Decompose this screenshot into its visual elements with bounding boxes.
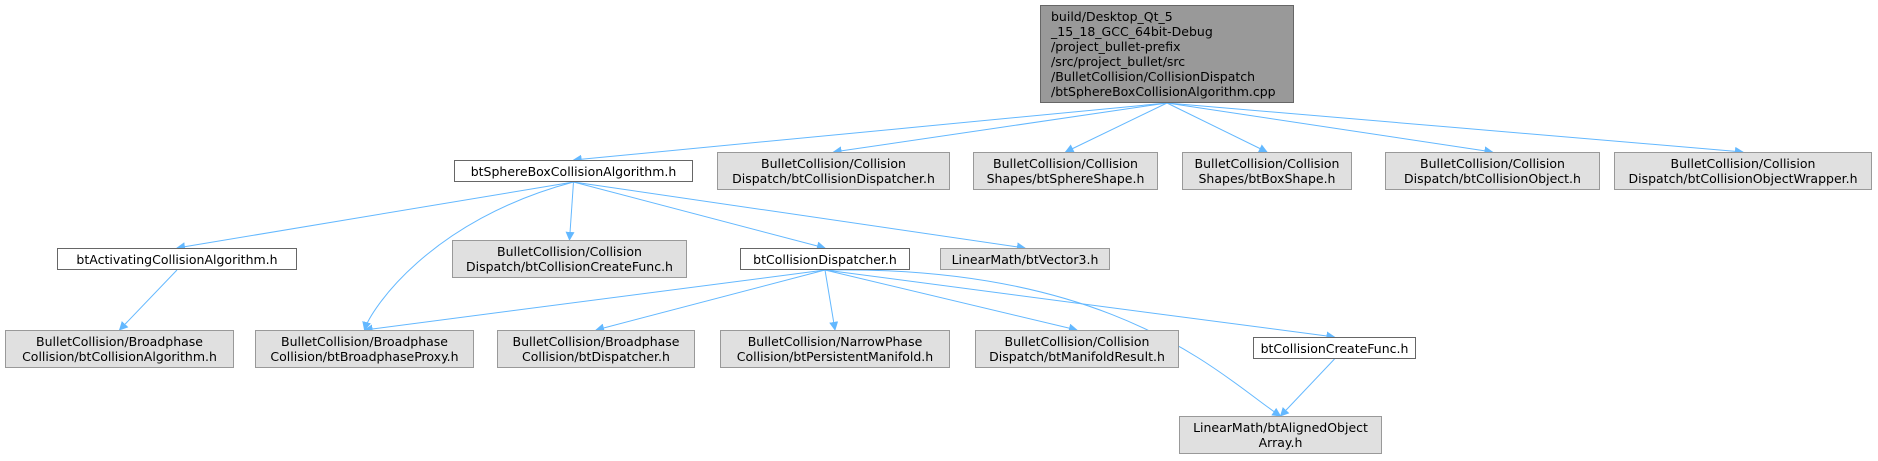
node-label-line: BulletCollision/Broadphase [36,334,203,349]
edge-root-to-collision-object [1166,102,1494,156]
node-root: build/Desktop_Qt_5_15_18_GCC_64bit-Debug… [1040,5,1294,103]
edge-root-to-collision-object-wrapper [1166,102,1744,156]
node-label-line: btActivatingCollisionAlgorithm.h [76,251,278,267]
node-label-line: build/Desktop_Qt_5 [1051,9,1173,24]
edge-spherebox-h-to-dispatcher-h [573,181,826,251]
node-label-line: Dispatch/btCollisionObjectWrapper.h [1628,171,1858,186]
edge-spherebox-h-to-create-func-ext [565,181,575,241]
node-label-line: LinearMath/btAlignedObject [1193,420,1368,435]
node-label-line: Shapes/btSphereShape.h [986,171,1145,186]
node-label-line: /src/project_bullet/src [1051,54,1186,69]
node-label-line: BulletCollision/Collision [1194,156,1340,171]
edge-root-to-box-shape [1166,102,1268,153]
node-label-line: _15_18_GCC_64bit-Debug [1051,24,1213,39]
node-label-line: BulletCollision/Broadphase [512,334,680,349]
edge-root-to-sphere-shape [1064,102,1168,153]
node-dispatcher-h[interactable]: btCollisionDispatcher.h [740,248,910,270]
node-label-line: btCollisionDispatcher.h [753,251,897,267]
node-label-line: BulletCollision/Collision [761,156,906,171]
edge-create-func-h-to-aligned-array [1279,358,1335,417]
edge-dispatcher-h-to-bt-dispatcher [595,269,826,333]
node-label-line: Collision/btPersistentManifold.h [736,349,934,364]
node-label-line: /btSphereBoxCollisionAlgorithm.cpp [1051,84,1276,99]
edge-root-to-collision-dispatcher-ext [832,102,1168,156]
node-label-line: Dispatch/btCollisionObject.h [1404,171,1581,186]
node-label-line: BulletCollision/Collision [993,156,1138,171]
node-label-line: Array.h [1258,435,1303,450]
node-label-line: Collision/btBroadphaseProxy.h [270,349,459,364]
node-label-line: /project_bullet-prefix [1051,39,1181,54]
node-label-line: btSphereBoxCollisionAlgorithm.h [470,163,677,179]
node-label-line: Collision/btCollisionAlgorithm.h [22,349,217,364]
node-label-line: Dispatch/btCollisionCreateFunc.h [466,259,673,274]
node-label-line: btCollisionCreateFunc.h [1260,340,1409,356]
edge-spherebox-h-to-broadphase-proxy [362,181,574,331]
node-label-line: BulletCollision/NarrowPhase [747,334,923,349]
edge-spherebox-h-to-activating-h [176,181,574,252]
node-spherebox-h[interactable]: btSphereBoxCollisionAlgorithm.h [454,160,693,182]
node-activating-h[interactable]: btActivatingCollisionAlgorithm.h [57,248,297,270]
node-label-line: LinearMath/btVector3.h [951,251,1099,267]
node-label-line: /BulletCollision/CollisionDispatch [1051,69,1256,84]
edge-spherebox-h-to-vector3 [573,181,1026,252]
node-vector3: LinearMath/btVector3.h [940,248,1110,270]
node-label-line: BulletCollision/Collision [1420,156,1565,171]
node-label-line: Collision/btDispatcher.h [522,349,670,364]
edge-dispatcher-h-to-aligned-array [824,269,1282,417]
edge-dispatcher-h-to-broadphase-proxy [363,269,826,334]
node-label-line: BulletCollision/Collision [1670,156,1816,171]
node-label-line: Dispatch/btManifoldResult.h [989,349,1165,364]
edge-activating-h-to-collision-algorithm [118,269,178,331]
edge-dispatcher-h-to-persistent-manifold [824,269,839,331]
node-label-line: BulletCollision/Broadphase [281,334,448,349]
node-label-line: BulletCollision/Collision [497,244,642,259]
edge-dispatcher-h-to-manifold-result [824,269,1078,333]
node-label-line: Shapes/btBoxShape.h [1198,171,1336,186]
node-create-func-h[interactable]: btCollisionCreateFunc.h [1253,337,1416,359]
node-label-line: BulletCollision/Collision [1004,334,1150,349]
edge-root-to-spherebox-h [572,102,1168,164]
node-label-line: Dispatch/btCollisionDispatcher.h [732,171,935,186]
